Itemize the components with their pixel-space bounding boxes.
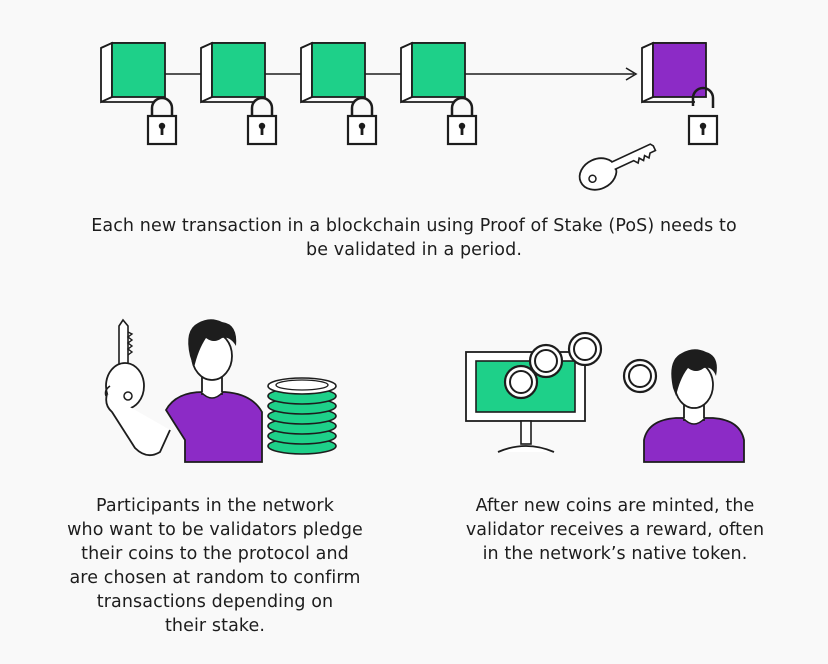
top-caption: Each new transaction in a blockchain usi… [91, 216, 737, 260]
validator-person-icon [164, 319, 263, 463]
staking-caption: Participants in the network who want to … [67, 496, 363, 636]
coin-icon [567, 331, 603, 367]
hand-key-icon [104, 318, 171, 457]
coin-icon [622, 358, 658, 394]
rewarded-person-icon [643, 349, 745, 463]
lock-icon [446, 96, 478, 146]
reward-caption: After new coins are minted, the validato… [465, 496, 765, 564]
lock-icon [146, 96, 178, 146]
coin-stack-icon [267, 377, 337, 455]
pending-block-icon [641, 41, 707, 104]
key-icon [578, 143, 657, 191]
lock-icon [246, 96, 278, 146]
coin-icon [528, 343, 564, 379]
block-icon [100, 41, 166, 104]
lock-icon [346, 96, 378, 146]
block-icon [200, 41, 266, 104]
block-icon [400, 41, 466, 104]
block-icon [300, 41, 366, 104]
unlocked-lock-icon [687, 86, 719, 146]
